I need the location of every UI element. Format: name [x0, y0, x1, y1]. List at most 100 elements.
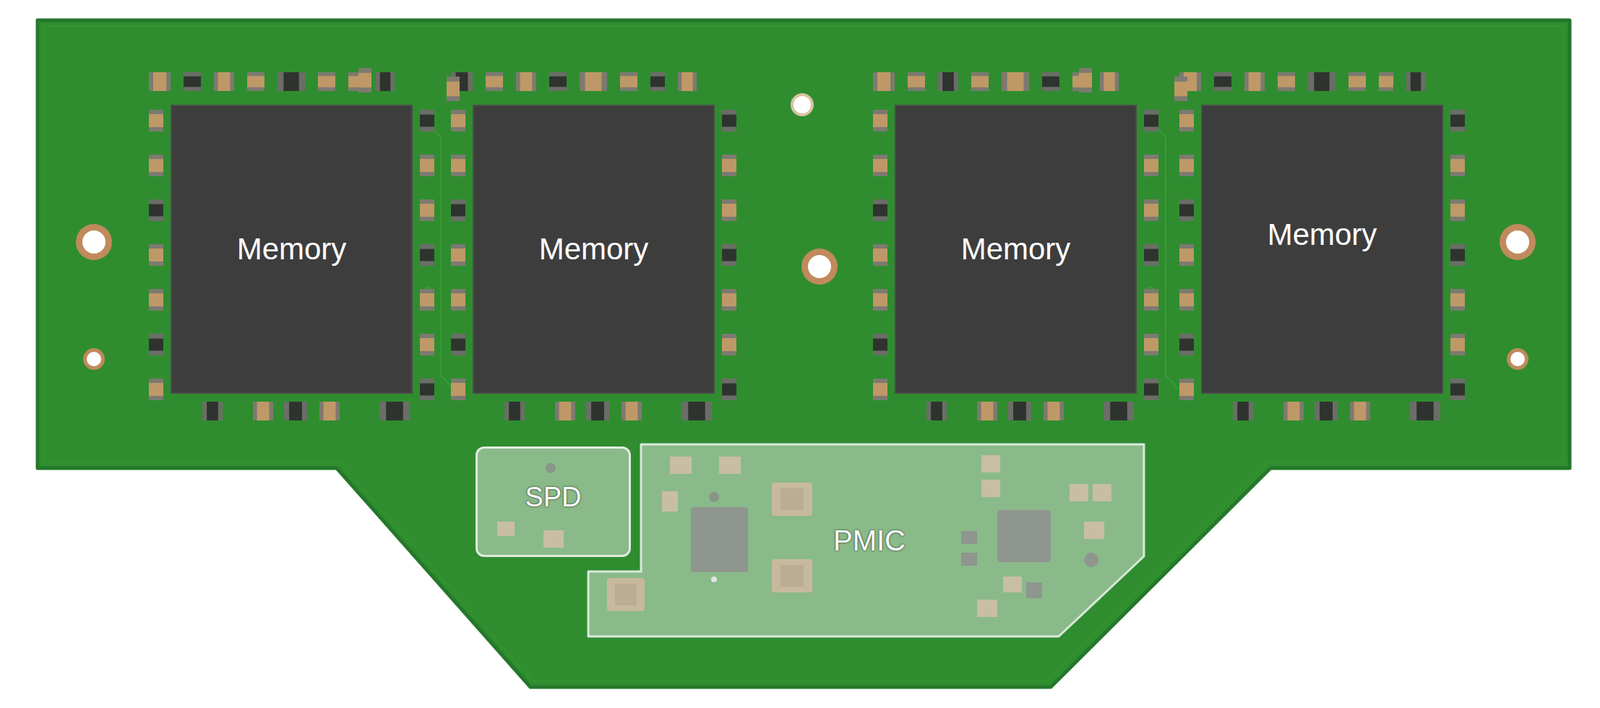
smd-cap	[1179, 127, 1194, 132]
smd-cap	[379, 401, 386, 421]
smd-body	[1179, 154, 1194, 177]
smd-cap	[872, 154, 888, 159]
smd-cap	[1349, 401, 1355, 421]
smd-component	[681, 401, 712, 421]
smd-cap	[953, 72, 959, 92]
spd-region: SPD	[475, 446, 631, 558]
smd-cap	[601, 72, 608, 92]
smd-cap	[705, 401, 712, 421]
smd-cap	[1450, 171, 1465, 177]
smd-body	[148, 289, 164, 311]
smd-body	[379, 401, 410, 421]
hole-ring	[1499, 224, 1536, 261]
smd-cap	[721, 351, 737, 356]
smd-cap	[284, 401, 290, 421]
smd-cap	[721, 260, 737, 266]
smd-cap	[1023, 72, 1030, 92]
smd-component	[721, 244, 737, 266]
smd-body	[446, 76, 460, 102]
smd-cap	[450, 199, 466, 205]
smd-cap	[650, 86, 665, 92]
smd-cap	[419, 260, 435, 266]
smd-cap	[1299, 401, 1304, 421]
smd-cap	[1450, 378, 1465, 384]
smd-cap	[1348, 72, 1366, 76]
smd-component	[1179, 154, 1194, 177]
smd-cap	[1179, 306, 1194, 311]
smd-body	[1042, 72, 1060, 92]
chip-label: Memory	[961, 231, 1072, 267]
smd-body	[1179, 109, 1194, 132]
smd-body	[1143, 378, 1159, 401]
smd-component	[620, 72, 638, 92]
smd-cap	[549, 72, 567, 77]
smd-component	[1450, 109, 1465, 132]
smd-component	[183, 72, 201, 92]
smd-cap	[1277, 72, 1296, 76]
smd-body	[1214, 72, 1232, 92]
smd-cap	[1143, 126, 1159, 132]
smd-cap	[148, 350, 164, 356]
smd-cap	[1179, 333, 1194, 339]
smd-cap	[621, 401, 626, 421]
smd-cap	[419, 395, 435, 401]
smd-component	[977, 401, 998, 421]
smd-cap	[419, 306, 435, 311]
smd-cap	[872, 396, 888, 401]
hole	[1510, 351, 1525, 367]
smd-body	[284, 401, 308, 421]
memory-chip: Memory	[170, 104, 413, 394]
smd-component	[148, 199, 164, 222]
smd-component	[1214, 72, 1232, 92]
smd-cap	[148, 244, 164, 249]
smd-body	[450, 244, 466, 266]
smd-body	[1244, 72, 1265, 92]
smd-component	[419, 378, 435, 401]
smd-body	[1143, 154, 1159, 177]
smd-cap	[721, 126, 737, 132]
smd-body	[419, 244, 435, 266]
smd-body	[721, 154, 737, 177]
smd-cap	[620, 72, 638, 76]
smd-body	[872, 333, 888, 356]
smd-component	[1450, 244, 1465, 266]
smd-component	[213, 72, 235, 92]
smd-cap	[202, 401, 207, 421]
smd-cap	[1365, 401, 1371, 421]
smd-body	[579, 72, 608, 92]
smd-component	[419, 289, 435, 311]
smd-cap	[1115, 72, 1119, 92]
smd-component	[1179, 378, 1194, 401]
smd-cap	[485, 72, 503, 76]
smd-cap	[586, 401, 592, 421]
hole-ring	[801, 248, 838, 285]
smd-body	[1143, 333, 1159, 356]
smd-cap	[721, 216, 737, 222]
smd-cap	[1143, 109, 1159, 115]
pcb-edge-shade	[43, 26, 1564, 682]
smd-component	[721, 289, 737, 311]
smd-body	[183, 72, 201, 92]
smd-cap	[1179, 154, 1194, 159]
smd-component	[148, 333, 164, 356]
hole	[1506, 230, 1530, 254]
smd-body	[1043, 401, 1064, 421]
smd-cap	[721, 154, 737, 159]
smd-component	[872, 378, 888, 401]
smd-body	[621, 401, 642, 421]
smd-cap	[450, 306, 466, 311]
smd-cap	[419, 289, 435, 294]
smd-component	[419, 154, 435, 177]
smd-cap	[390, 72, 395, 92]
smd-body	[977, 401, 998, 421]
smd-cap	[1143, 199, 1159, 204]
smd-cap	[1450, 351, 1465, 356]
smd-cap	[419, 154, 435, 159]
smd-cap	[872, 244, 888, 249]
smd-body	[681, 401, 712, 421]
smd-component	[1008, 401, 1032, 421]
smd-cap	[872, 261, 888, 266]
smd-component	[549, 72, 567, 92]
smd-body	[1348, 72, 1366, 92]
smd-cap	[721, 289, 737, 294]
